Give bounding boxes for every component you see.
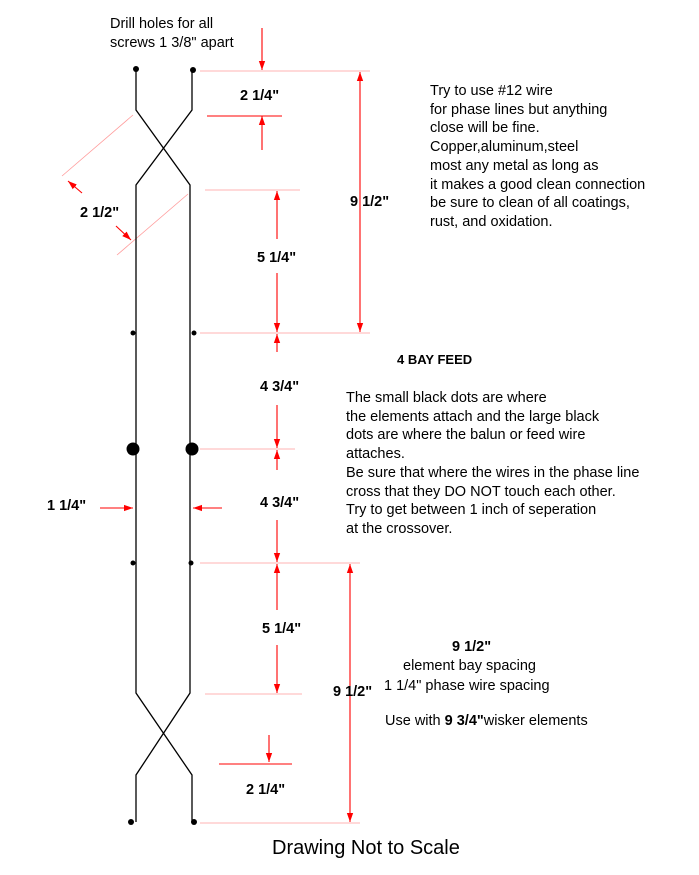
- dots-note-line: dots are where the balun or feed wire: [346, 427, 586, 444]
- wire-note: Try to use #12 wire for phase lines but …: [430, 82, 645, 232]
- dim-upper-straight: 5 1/4": [257, 250, 297, 266]
- element-dot-upper-left: [130, 330, 136, 336]
- dots-note-line: at the crossover.: [346, 520, 453, 537]
- dimension-arrows: [67, 28, 364, 822]
- screw-dot-top-right: [190, 67, 196, 73]
- element-dot-lower-right: [188, 560, 194, 566]
- wire-note-line: Copper,aluminum,steel: [430, 139, 579, 156]
- dots-note-line: The small black dots are where: [346, 390, 547, 406]
- dim-top-bay: 9 1/2": [350, 194, 390, 210]
- dim-bottom-gap: 2 1/4": [246, 782, 286, 798]
- dots-note-line: the elements attach and the large black: [346, 408, 600, 425]
- dim-upper-mid: 4 3/4": [260, 379, 300, 395]
- wire-note-line: rust, and oxidation.: [430, 213, 553, 230]
- phase-wire-left: [135, 70, 191, 822]
- dots-note: The small black dots are where the eleme…: [346, 389, 639, 539]
- feed-dot-left: [126, 442, 140, 456]
- arrow-diag-a: [67, 180, 83, 194]
- screw-dot-top-left: [133, 66, 139, 72]
- bay-spacing-label: element bay spacing: [403, 658, 536, 674]
- wire-note-line: be sure to clean of all coatings,: [430, 195, 630, 212]
- top-note-line: screws 1 3/8" apart: [110, 34, 234, 51]
- wire-note-line: close will be fine.: [430, 120, 540, 137]
- extension-lines: [61, 70, 370, 824]
- screw-dot-bottom-right: [191, 819, 197, 825]
- dots-note-line: cross that they DO NOT touch each other.: [346, 483, 616, 500]
- dots-note-line: attaches.: [346, 446, 405, 463]
- element-dot-lower-left: [130, 560, 136, 566]
- top-note: Drill holes for all screws 1 3/8" apart: [110, 15, 234, 52]
- dim-bottom-bay: 9 1/2": [333, 684, 373, 700]
- dots-note-line: Be sure that where the wires in the phas…: [346, 464, 640, 481]
- element-length: 9 3/4": [444, 713, 484, 729]
- phase-spacing-label: 1 1/4" phase wire spacing: [384, 678, 550, 694]
- element-dot-upper-right: [191, 330, 197, 336]
- wire-note-line: most any metal as long as: [430, 157, 599, 174]
- dim-crossover-diagonal: 2 1/2": [80, 205, 120, 221]
- dim-top-gap: 2 1/4": [240, 88, 280, 104]
- attachment-dots: [126, 66, 199, 825]
- ext-diag-b: [116, 193, 189, 256]
- phase-wire-right: [135, 70, 193, 822]
- wire-note-line: Try to use #12 wire: [430, 83, 553, 99]
- wire-note-line: for phase lines but anything: [430, 101, 608, 118]
- dots-note-line: Try to get between 1 inch of seperation: [346, 502, 597, 519]
- footer-caption: Drawing Not to Scale: [272, 837, 460, 859]
- ext-diag-a: [61, 114, 134, 177]
- wire-note-line: it makes a good clean connection: [430, 176, 646, 193]
- dim-phase-spacing: 1 1/4": [47, 498, 87, 514]
- phase-wires: [135, 70, 193, 822]
- element-note: Use with 9 3/4"wisker elements: [385, 712, 588, 731]
- bay-spacing-value: 9 1/2": [452, 639, 492, 655]
- dim-lower-straight: 5 1/4": [262, 621, 302, 637]
- screw-dot-bottom-left: [128, 819, 134, 825]
- top-note-line: Drill holes for all: [110, 16, 214, 32]
- diagram-title: 4 BAY FEED: [397, 352, 473, 367]
- element-note-prefix: Use with: [385, 713, 445, 729]
- dim-lower-mid: 4 3/4": [260, 495, 300, 511]
- arrow-diag-b: [115, 225, 132, 241]
- feed-dot-right: [185, 442, 199, 456]
- element-note-suffix: wisker elements: [483, 713, 588, 729]
